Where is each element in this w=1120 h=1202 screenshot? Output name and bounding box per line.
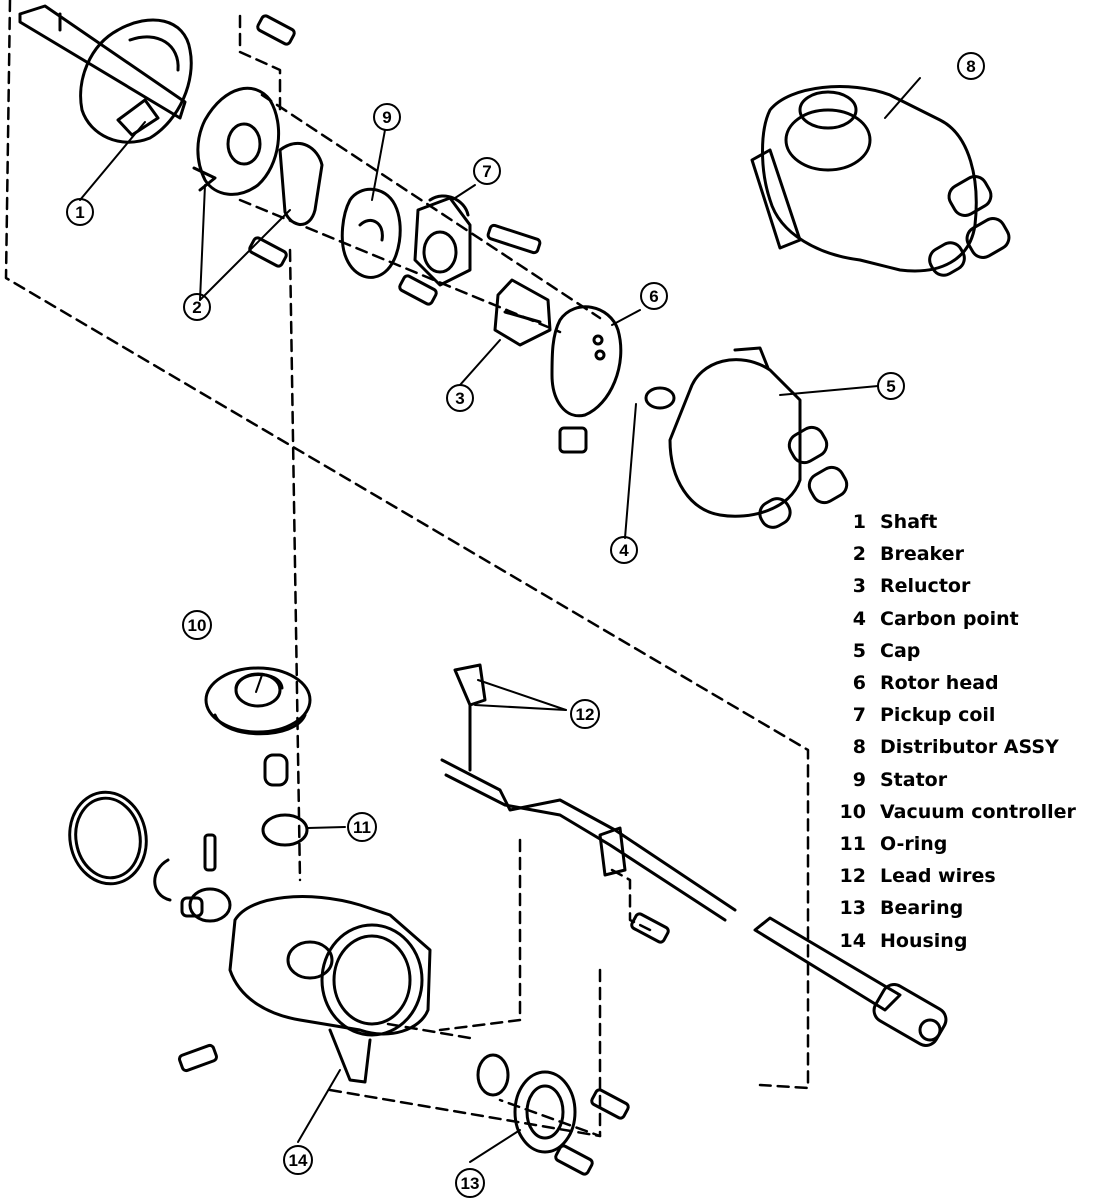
- leader-lines: [79, 77, 921, 1163]
- retaining-parts: [68, 790, 232, 923]
- callout-circle-13: [455, 1168, 485, 1198]
- legend-row: 11 O-ring: [838, 828, 1108, 860]
- callout-5: 5: [886, 377, 895, 396]
- legend-label: Breaker: [880, 543, 964, 566]
- callout-circle-3: [446, 384, 474, 412]
- legend-row: 5 Cap: [838, 635, 1108, 667]
- callout-circle-2: [183, 293, 211, 321]
- pickup-coil-part: [413, 194, 472, 287]
- legend-row: 7 Pickup coil: [838, 699, 1108, 731]
- breaker-part: [192, 86, 324, 226]
- legend-label: Housing: [880, 929, 968, 952]
- callout-circle-7: [473, 157, 501, 185]
- legend-number: 13: [839, 897, 866, 920]
- legend-label: O-ring: [880, 832, 948, 855]
- legend-row: 2 Breaker: [838, 538, 1108, 570]
- callout-11: 11: [353, 818, 371, 837]
- legend-label: Pickup coil: [880, 704, 996, 727]
- legend-row: 6 Rotor head: [838, 667, 1108, 699]
- legend-row: 10 Vacuum controller: [838, 796, 1108, 828]
- legend-row: 13 Bearing: [838, 892, 1108, 924]
- legend-row: 8 Distributor ASSY: [838, 731, 1108, 763]
- callout-2: 2: [192, 298, 201, 317]
- callout-12: 12: [576, 705, 595, 724]
- legend-number: 14: [839, 929, 866, 952]
- callout-8: 8: [966, 57, 975, 76]
- legend-label: Lead wires: [880, 865, 996, 888]
- legend-row: 12 Lead wires: [838, 860, 1108, 892]
- legend-number: 10: [839, 800, 866, 823]
- legend-number: 12: [839, 865, 866, 888]
- callout-6: 6: [649, 287, 658, 306]
- legend-row: 9 Stator: [838, 764, 1108, 796]
- legend-number: 11: [839, 832, 866, 855]
- callout-9: 9: [382, 108, 391, 127]
- housing-part: [228, 895, 432, 1084]
- legend-label: Cap: [880, 639, 921, 662]
- callout-circle-8: [957, 52, 985, 80]
- callout-circle-12: [570, 699, 600, 729]
- legend-row: 14 Housing: [838, 924, 1108, 956]
- legend-label: Reluctor: [880, 575, 971, 598]
- legend-row: 1 Shaft: [838, 506, 1108, 538]
- legend-number: 2: [852, 543, 866, 566]
- legend-label: Stator: [880, 768, 948, 791]
- legend-number: 7: [852, 704, 866, 727]
- callout-13: 13: [461, 1174, 480, 1193]
- legend-label: Vacuum controller: [880, 800, 1076, 823]
- lower-shaft-part: [753, 916, 948, 1047]
- legend-label: Carbon point: [880, 607, 1019, 630]
- legend-number: 9: [852, 768, 866, 791]
- callout-circle-5: [877, 372, 905, 400]
- legend-number: 3: [852, 575, 866, 598]
- legend-label: Bearing: [880, 897, 964, 920]
- legend-row: 3 Reluctor: [838, 570, 1108, 602]
- callout-1: 1: [75, 203, 84, 222]
- callout-4: 4: [619, 541, 629, 560]
- bearing-part: [476, 1053, 577, 1154]
- callout-14: 14: [289, 1151, 308, 1170]
- legend-label: Shaft: [880, 511, 938, 534]
- legend-number: 8: [852, 736, 866, 759]
- distributor-assembly-part: [750, 85, 1011, 277]
- callout-circle-1: [66, 198, 94, 226]
- callout-circle-4: [610, 536, 638, 564]
- callout-circle-14: [283, 1145, 313, 1175]
- screws: [177, 14, 670, 1176]
- legend-number: 6: [852, 672, 866, 695]
- legend-row: 4 Carbon point: [838, 603, 1108, 635]
- lead-wires-part: [440, 663, 737, 922]
- callout-7: 7: [482, 162, 491, 181]
- stator-part: [340, 187, 402, 279]
- callout-circle-10: [182, 610, 212, 640]
- legend-number: 4: [852, 607, 866, 630]
- legend-number: 1: [852, 511, 866, 534]
- rotor-head-part: [550, 305, 623, 418]
- cap-part: [644, 346, 849, 529]
- legend-label: Rotor head: [880, 672, 999, 695]
- callout-10: 10: [188, 616, 207, 635]
- callout-circle-6: [640, 282, 668, 310]
- callout-circle-11: [347, 812, 377, 842]
- callout-3: 3: [455, 389, 464, 408]
- shaft-part: [18, 4, 193, 144]
- legend-number: 5: [852, 639, 866, 662]
- legend-label: Distributor ASSY: [880, 736, 1059, 759]
- vacuum-controller-part: [204, 666, 312, 787]
- callout-circle-9: [373, 103, 401, 131]
- reluctor-part: [493, 278, 552, 347]
- callout-circles: [66, 52, 985, 1198]
- o-ring-part: [261, 813, 309, 847]
